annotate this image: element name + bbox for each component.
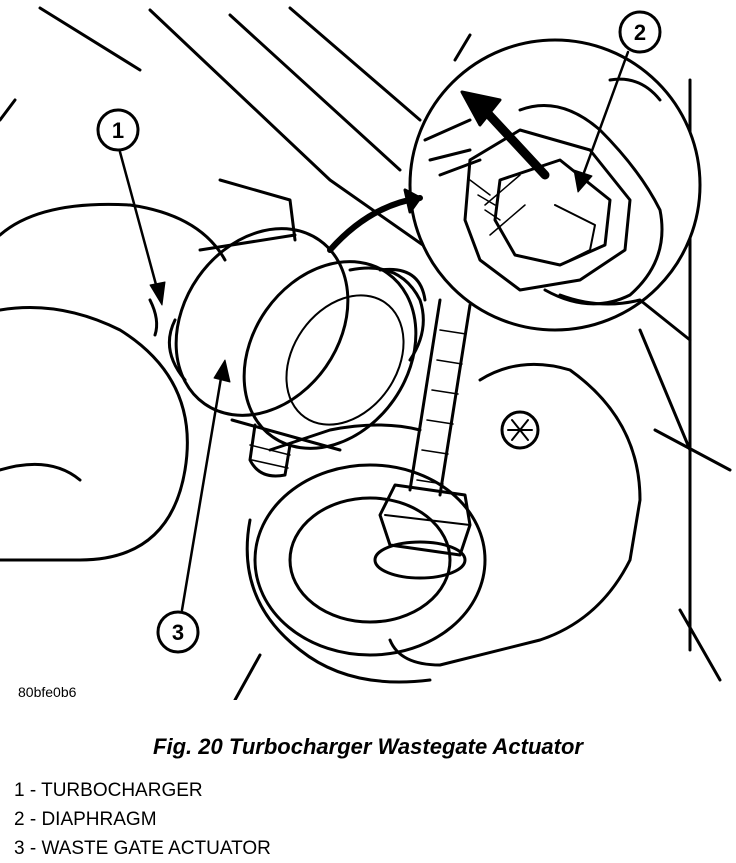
image-code: 80bfe0b6 xyxy=(18,684,77,700)
legend-item: 3 - WASTE GATE ACTUATOR xyxy=(14,838,271,859)
actuator-bracket xyxy=(245,362,642,684)
actuator-rod xyxy=(373,298,472,580)
callout-3: 3 xyxy=(156,359,231,654)
figure-title: Fig. 20 Turbocharger Wastegate Actuator xyxy=(153,734,583,759)
legend: 1 - TURBOCHARGER 2 - DIAPHRAGM 3 - WASTE… xyxy=(14,776,271,863)
callout-3-number: 3 xyxy=(172,620,184,645)
callout-2: 2 xyxy=(573,10,662,193)
diaphragm-inset xyxy=(327,38,702,342)
callout-1: 1 xyxy=(96,108,166,306)
waste-gate-actuator xyxy=(174,227,427,478)
turbocharger-housing xyxy=(0,98,297,562)
callout-1-number: 1 xyxy=(112,118,124,143)
wastegate-diagram: 1 2 3 xyxy=(0,6,732,700)
legend-item: 2 - DIAPHRAGM xyxy=(14,809,157,830)
callout-2-number: 2 xyxy=(634,20,646,45)
legend-item: 1 - TURBOCHARGER xyxy=(14,780,203,801)
